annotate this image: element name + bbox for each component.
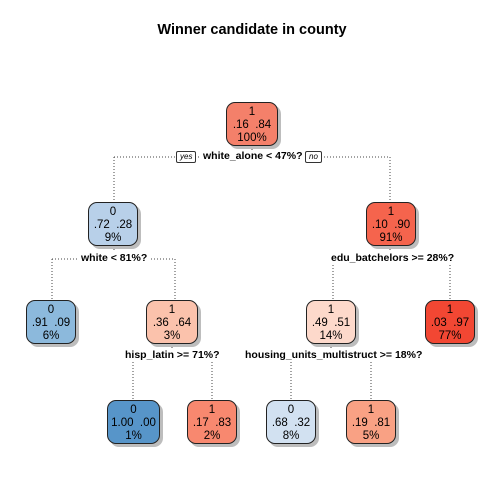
node-class: 1	[367, 404, 375, 416]
tree-node: 0 .91 .09 6%	[26, 300, 76, 344]
no-tag: no	[305, 151, 322, 163]
split-label-left-right: hisp_latin >= 71%?	[123, 349, 222, 361]
chart-title: Winner candidate in county	[157, 22, 347, 38]
node-pct: 8%	[282, 430, 300, 442]
node-pct: 91%	[379, 232, 403, 244]
node-pct: 3%	[163, 330, 181, 342]
node-pct: 2%	[203, 430, 221, 442]
node-probs: .17 .83	[192, 417, 232, 429]
node-probs: .10 .90	[371, 219, 411, 231]
tree-node: 0 .72 .28 9%	[88, 202, 138, 246]
node-pct: 1%	[125, 430, 142, 442]
node-class: 1	[327, 304, 335, 316]
node-probs: .16 .84	[232, 119, 272, 131]
node-probs: 1.00 .00	[111, 417, 156, 429]
node-class: 1	[168, 304, 176, 316]
node-pct: 5%	[362, 430, 380, 442]
node-probs: .68 .32	[271, 417, 311, 429]
node-class: 0	[47, 304, 55, 316]
node-pct: 9%	[104, 232, 122, 244]
node-class: 0	[109, 206, 117, 218]
split-label-right-left: housing_units_multistruct >= 18%?	[243, 349, 425, 361]
split-label-left: white < 81%?	[79, 252, 150, 264]
node-class: 1	[387, 206, 395, 218]
node-pct: 100%	[237, 132, 267, 144]
node-probs: .49 .51	[311, 317, 351, 329]
node-class: 1	[208, 404, 216, 416]
tree-node: 1 .17 .83 2%	[187, 400, 237, 444]
tree-node: 1 .03 .97 77%	[425, 300, 475, 344]
tree-node: 1 .36 .64 3%	[146, 300, 198, 344]
node-probs: .72 .28	[93, 219, 133, 231]
node-probs: .36 .64	[152, 317, 192, 329]
node-pct: 14%	[319, 330, 343, 342]
node-pct: 6%	[42, 330, 60, 342]
node-probs: .91 .09	[31, 317, 71, 329]
node-pct: 77%	[438, 330, 462, 342]
split-label-root: white_alone < 47%?	[201, 150, 305, 162]
tree-node: 1 .19 .81 5%	[346, 400, 396, 444]
node-probs: .03 .97	[430, 317, 470, 329]
node-probs: .19 .81	[351, 417, 391, 429]
tree-node: 1 .49 .51 14%	[306, 300, 356, 344]
tree-node: 0 1.00 .00 1%	[107, 400, 160, 444]
split-label-right: edu_batchelors >= 28%?	[329, 252, 457, 264]
yes-tag: yes	[176, 151, 197, 163]
tree-node: 1 .10 .90 91%	[366, 202, 416, 246]
tree-node: 0 .68 .32 8%	[266, 400, 316, 444]
node-class: 1	[248, 106, 256, 118]
tree-node-root: 1 .16 .84 100%	[226, 102, 278, 146]
node-class: 0	[287, 404, 295, 416]
node-class: 1	[446, 304, 454, 316]
node-class: 0	[130, 404, 137, 416]
